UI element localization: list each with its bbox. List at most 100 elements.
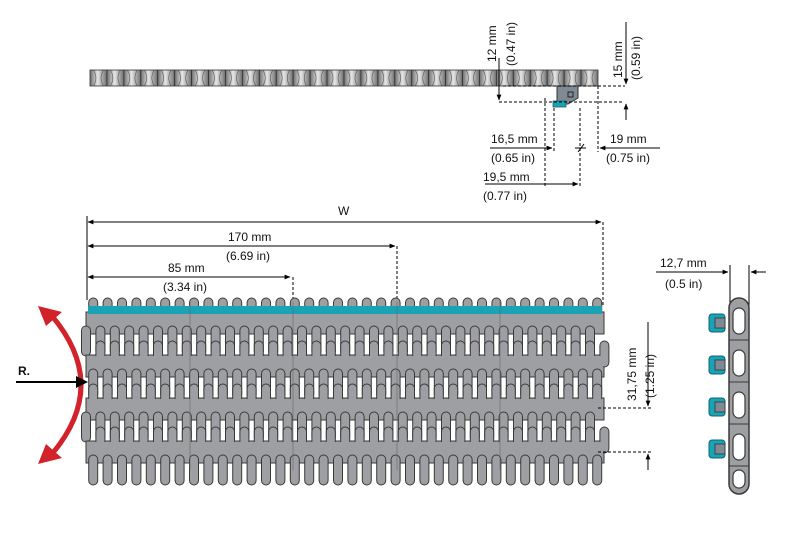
belt-finger [117,454,127,486]
edge-roller-seam [550,69,554,87]
edge-roller-seam [354,69,358,87]
belt-finger [549,454,559,486]
dim-12-in: (0.47 in) [504,22,518,66]
flight-bracket [552,85,579,108]
edge-roller-seam [219,69,223,87]
belt-row-fill [87,442,603,454]
edge-roller [174,69,193,87]
side-attachment-bracket [714,317,726,329]
edge-roller-seam [499,69,503,87]
belt-finger [592,454,603,486]
edge-roller [343,69,362,87]
edge-roller-seam [151,69,155,87]
belt-finger [81,411,91,443]
belt-finger [491,454,502,486]
edge-roller-seam [194,69,198,87]
edge-roller-seam [456,69,460,87]
edge-roller [241,69,260,87]
dim-16-5-in: (0.65 in) [491,151,535,165]
edge-roller-seam [100,69,104,87]
belt-finger [563,454,574,486]
dim-170-in: (6.69 in) [226,249,270,263]
dim-85-mm: 85 mm [168,261,205,275]
belt-finger [376,454,387,486]
edge-roller [157,69,176,87]
chain-link-slot [732,391,746,419]
edge-roller [123,69,142,87]
dim-15-mm: 15 mm [611,41,625,78]
dim-16-5-mm: 16,5 mm [491,132,538,146]
belt-finger [448,454,459,486]
edge-roller-seam [405,69,409,87]
belt-finger [505,454,516,486]
edge-roller-seam [431,69,435,87]
edge-roller-seam [388,69,392,87]
dim-170-mm: 170 mm [228,230,271,244]
edge-roller-seam [439,69,443,87]
dim-12-label: 12 mm (0.47 in) [485,22,518,66]
dim-break-slash [577,143,585,153]
edge-roller [275,69,294,87]
edge-roller [360,69,379,87]
edge-roller-seam [337,69,341,87]
edge-roller-seam [313,69,317,87]
edge-roller-seam [245,69,249,87]
edge-roller-seam [160,69,164,87]
side-chain [708,297,750,495]
belt-finger [81,325,91,357]
dim-12-mm: 12 mm [485,25,499,62]
side-attachment-bracket [714,443,726,455]
belt-finger [145,454,156,486]
belt-finger [477,454,487,486]
edge-roller-seam [185,69,189,87]
belt-finger [462,454,473,486]
dim-19-mm: 19 mm [610,132,647,146]
side-attachment-bracket [714,359,726,371]
edge-roller-seam [591,69,595,87]
belt-finger [419,454,430,486]
belt-finger [203,454,214,486]
belt-side-view: 12,7 mm (0.5 in) [656,256,766,495]
top-edge-view: 12 mm (0.47 in) 15 mm (0.59 in) 16,5 mm … [89,22,660,203]
edge-roller-seam [524,69,528,87]
edge-roller [529,69,548,87]
edge-roller-seam [168,69,172,87]
edge-roller-seam [286,69,291,87]
edge-roller-seam [371,69,375,87]
belt-finger [390,454,401,486]
edge-roller [140,69,159,87]
chain-link-slot [732,349,746,377]
edge-roller-seam [211,69,215,87]
edge-roller [89,69,108,87]
belt-finger [304,454,315,486]
belt-row-fill [87,356,603,368]
belt-plan-view: W 170 mm (6.69 in) 85 mm (3.34 in) 31,75… [16,204,657,486]
chain-link-slot [732,307,746,335]
belt-edge-strip [89,69,599,87]
edge-roller-seam [533,69,537,87]
belt-finger [102,454,113,486]
dim-19-in: (0.75 in) [606,151,650,165]
belt-finger [160,454,171,486]
edge-roller-seam [202,69,206,87]
belt-finger [333,454,343,486]
belt-finger [275,454,286,486]
edge-roller [479,69,497,87]
edge-roller-seam [540,69,545,87]
belt-finger [520,454,531,486]
edge-roller-seam [279,69,283,87]
dim-12-7-in: (0.5 in) [665,277,702,291]
edge-roller-seam [303,69,308,87]
edge-roller-seam [380,69,385,87]
edge-roller-seam [126,69,131,87]
edge-roller-seam [117,69,121,87]
edge-roller [411,69,430,87]
edge-roller-seam [262,69,266,87]
belt-modules [81,297,610,486]
edge-roller [258,69,277,87]
belt-top-accent [88,306,602,314]
radius-label: R. [18,364,30,378]
radius-arrowhead [76,376,88,388]
